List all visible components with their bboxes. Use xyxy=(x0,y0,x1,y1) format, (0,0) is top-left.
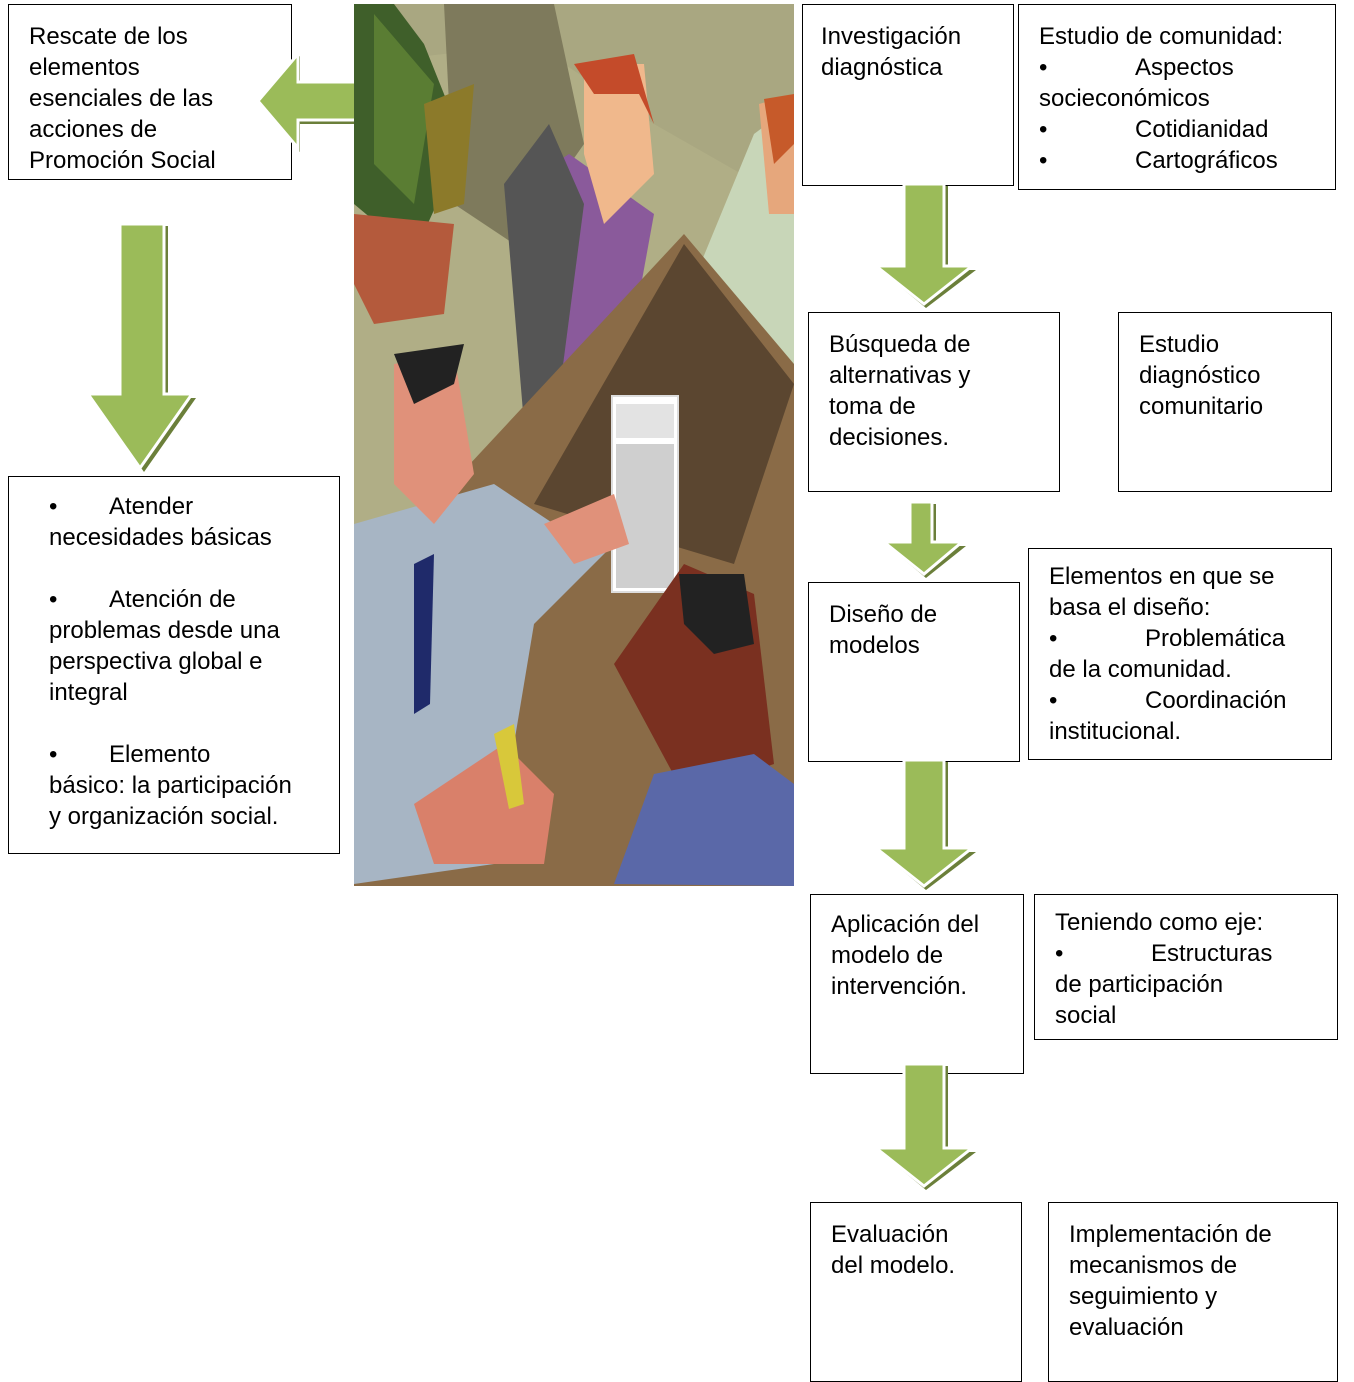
note-title: Teniendo como eje: xyxy=(1055,909,1264,936)
step-line: Investigación xyxy=(821,23,962,50)
step-line: alternativas y xyxy=(829,362,971,389)
step-line: del modelo. xyxy=(831,1252,956,1279)
note-item-rest: socieconómicos xyxy=(1039,85,1210,112)
note-title: Estudio de comunidad: xyxy=(1039,23,1284,50)
goals-box: • Atender necesidades básicas • Atención d… xyxy=(8,476,340,854)
note-line: Implementación de xyxy=(1069,1221,1272,1248)
goal-item: Elemento xyxy=(109,741,211,768)
note-item: Coordinación xyxy=(1145,687,1287,714)
goal-item-rest: y organización social. xyxy=(49,803,279,830)
bullet-icon: • xyxy=(1049,625,1058,652)
step-line: Búsqueda de xyxy=(829,331,971,358)
flow-step-evaluacion: Evaluación del modelo. xyxy=(810,1202,1022,1382)
note-line: comunitario xyxy=(1139,393,1264,420)
arrow-down-icon xyxy=(85,222,196,472)
note-item-rest: de participación xyxy=(1055,971,1224,998)
note-line: seguimiento y xyxy=(1069,1283,1218,1310)
goal-item-rest: integral xyxy=(49,679,128,706)
note-line: diagnóstico xyxy=(1139,362,1261,389)
note-item: Estructuras xyxy=(1151,940,1273,967)
note-title: Elementos en que se xyxy=(1049,563,1275,590)
note-implementacion: Implementación de mecanismos de seguimie… xyxy=(1048,1202,1338,1382)
note-item: Cotidianidad xyxy=(1135,116,1269,143)
step-line: Aplicación del xyxy=(831,911,980,938)
bullet-icon: • xyxy=(49,586,58,613)
step-line: modelos xyxy=(829,632,920,659)
note-item: Aspectos xyxy=(1135,54,1234,81)
rescate-line: Rescate de los xyxy=(29,23,188,50)
step-line: Diseño de xyxy=(829,601,938,628)
step-line: Evaluación xyxy=(831,1221,949,1248)
note-teniendo-eje: Teniendo como eje: • Estructuras de parti… xyxy=(1034,894,1338,1040)
goal-item-rest: necesidades básicas xyxy=(49,524,272,551)
step-line: toma de xyxy=(829,393,916,420)
rescate-line: acciones de xyxy=(29,116,158,143)
goal-item: Atender xyxy=(109,493,194,520)
note-item-rest: institucional. xyxy=(1049,718,1182,745)
note-item-rest: de la comunidad. xyxy=(1049,656,1232,683)
note-estudio-diagnostico: Estudio diagnóstico comunitario xyxy=(1118,312,1332,492)
bullet-icon: • xyxy=(1039,147,1048,174)
bullet-icon: • xyxy=(49,741,58,768)
arrow-left-icon xyxy=(256,52,384,153)
note-line: Estudio xyxy=(1139,331,1220,358)
step-line: modelo de xyxy=(831,942,944,969)
rescate-box: Rescate de los elementos esenciales de l… xyxy=(8,4,292,180)
note-title: basa el diseño: xyxy=(1049,594,1211,621)
note-item-rest: social xyxy=(1055,1002,1117,1029)
step-line: decisiones. xyxy=(829,424,950,451)
bullet-icon: • xyxy=(1055,940,1064,967)
arrow-down-icon xyxy=(880,500,967,578)
bullet-icon: • xyxy=(1039,54,1048,81)
flow-step-diseno: Diseño de modelos xyxy=(808,582,1020,762)
arrow-down-icon xyxy=(872,182,977,308)
note-elementos-diseno: Elementos en que se basa el diseño: • Pro… xyxy=(1028,548,1332,760)
goal-item-rest: básico: la participación xyxy=(49,772,292,799)
arrow-down-icon xyxy=(872,1062,977,1190)
note-item: Cartográficos xyxy=(1135,147,1278,174)
note-line: mecanismos de xyxy=(1069,1252,1238,1279)
step-line: diagnóstica xyxy=(821,54,943,81)
business-meeting-illustration xyxy=(354,4,794,886)
goal-item: Atención de xyxy=(109,586,236,613)
bullet-icon: • xyxy=(1049,687,1058,714)
rescate-line: Promoción Social xyxy=(29,147,216,174)
flow-step-aplicacion: Aplicación del modelo de intervención. xyxy=(810,894,1024,1074)
flow-step-investigacion: Investigación diagnóstica xyxy=(802,4,1014,186)
arrow-down-icon xyxy=(872,758,977,890)
note-item: Problemática xyxy=(1145,625,1286,652)
note-estudio-comunidad: Estudio de comunidad: • Aspectos sociecon… xyxy=(1018,4,1336,190)
goal-item-rest: problemas desde una xyxy=(49,617,280,644)
rescate-line: esenciales de las xyxy=(29,85,214,112)
rescate-line: elementos xyxy=(29,54,140,81)
bullet-icon: • xyxy=(1039,116,1048,143)
bullet-icon: • xyxy=(49,493,58,520)
note-line: evaluación xyxy=(1069,1314,1184,1341)
step-line: intervención. xyxy=(831,973,968,1000)
flow-step-busqueda: Búsqueda de alternativas y toma de decis… xyxy=(808,312,1060,492)
goal-item-rest: perspectiva global e xyxy=(49,648,263,675)
